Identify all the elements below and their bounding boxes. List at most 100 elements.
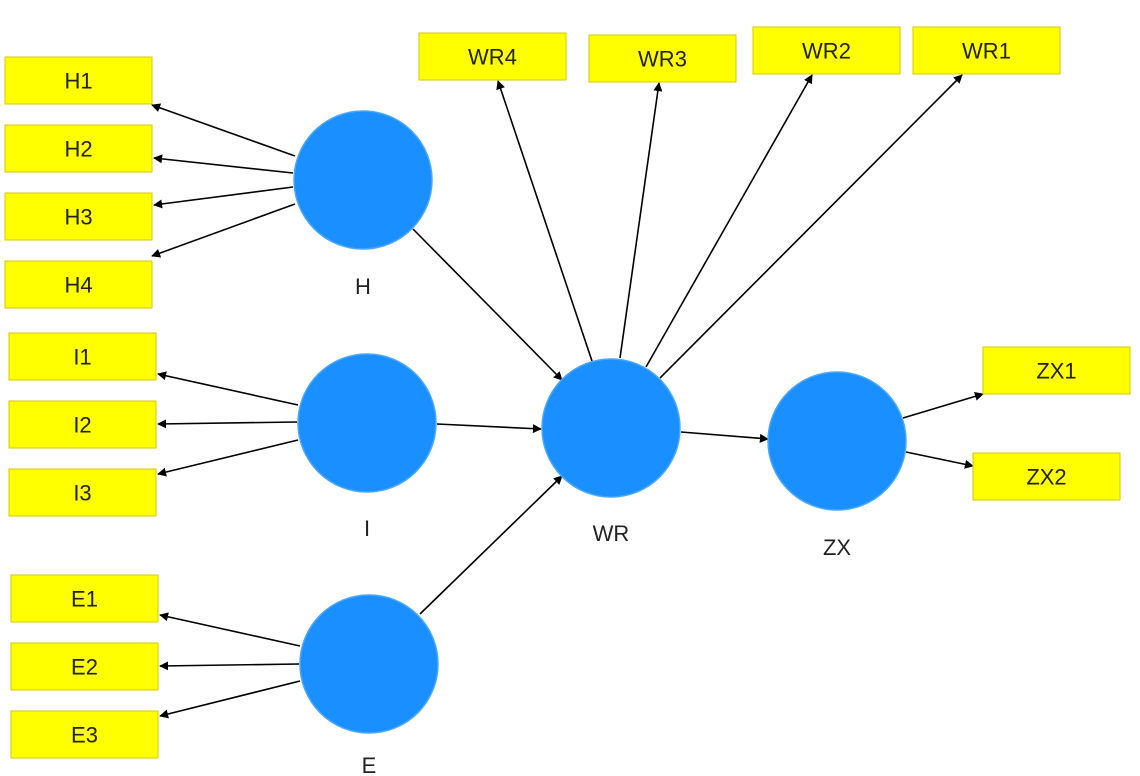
indicator-label: I2 bbox=[73, 413, 91, 438]
loading-arrow-h4-line bbox=[151, 203, 296, 258]
indicator-box bbox=[10, 574, 159, 623]
indicator-label: WR2 bbox=[802, 39, 851, 64]
construct-h[interactable]: H bbox=[293, 110, 433, 299]
construct-i[interactable]: I bbox=[297, 353, 437, 541]
loading-arrow-wr1 bbox=[659, 74, 963, 379]
loading-arrow-i2 bbox=[157, 419, 298, 429]
indicator-label: H1 bbox=[64, 69, 92, 94]
indicator-label: E2 bbox=[71, 655, 98, 680]
loading-arrow-i2-line bbox=[157, 419, 298, 429]
loading-arrow-wr3-line bbox=[619, 82, 663, 359]
indicator-box bbox=[10, 642, 159, 691]
indicator-box bbox=[4, 56, 153, 105]
indicator-label: H3 bbox=[64, 205, 92, 230]
loading-arrow-i1 bbox=[157, 371, 299, 406]
loading-arrow-wr2-line bbox=[645, 74, 813, 368]
indicator-box bbox=[4, 192, 153, 241]
construct-circle bbox=[767, 371, 907, 511]
path-arrow-h-to-wr bbox=[412, 228, 563, 381]
loading-arrow-e2-line bbox=[159, 661, 300, 671]
construct-wr[interactable]: WR bbox=[541, 358, 681, 546]
construct-zx[interactable]: ZX bbox=[767, 371, 907, 560]
path-arrow-i-to-wr-line bbox=[436, 423, 542, 434]
indicator-i1[interactable]: I1 bbox=[8, 332, 157, 381]
indicator-label: WR3 bbox=[638, 47, 687, 72]
indicator-label: ZX1 bbox=[1036, 359, 1076, 384]
construct-label: I bbox=[364, 516, 370, 541]
indicator-box bbox=[4, 260, 153, 309]
indicator-label: E1 bbox=[71, 587, 98, 612]
loading-arrow-i1-line bbox=[157, 371, 299, 406]
indicator-label: WR4 bbox=[468, 45, 517, 70]
indicator-box bbox=[982, 346, 1131, 395]
indicator-wr1[interactable]: WR1 bbox=[912, 26, 1061, 75]
loading-arrow-e3 bbox=[159, 680, 301, 719]
indicator-box bbox=[972, 452, 1121, 501]
indicator-e3[interactable]: E3 bbox=[10, 710, 159, 759]
loading-arrow-wr4 bbox=[496, 80, 593, 362]
loading-arrow-h3 bbox=[153, 186, 294, 209]
construct-label: ZX bbox=[823, 535, 851, 560]
indicator-h2[interactable]: H2 bbox=[4, 124, 153, 173]
indicator-box bbox=[8, 400, 157, 449]
indicator-wr3[interactable]: WR3 bbox=[588, 34, 737, 83]
indicator-box bbox=[418, 32, 567, 81]
loading-arrow-zx1-line bbox=[902, 392, 984, 419]
loading-arrow-e3-line bbox=[159, 680, 301, 719]
indicator-label: ZX2 bbox=[1026, 465, 1066, 490]
construct-label: WR bbox=[593, 521, 630, 546]
indicator-zx2[interactable]: ZX2 bbox=[972, 452, 1121, 501]
indicator-i2[interactable]: I2 bbox=[8, 400, 157, 449]
loading-arrow-h1-line bbox=[151, 103, 296, 157]
loading-arrow-i3-line bbox=[157, 439, 299, 477]
indicator-label: I1 bbox=[73, 345, 91, 370]
indicator-wr2[interactable]: WR2 bbox=[752, 26, 901, 75]
indicator-label: I3 bbox=[73, 481, 91, 506]
construct-e[interactable]: E bbox=[299, 594, 439, 776]
loading-arrow-zx1 bbox=[902, 392, 984, 419]
loading-arrow-e2 bbox=[159, 661, 300, 671]
construct-circle bbox=[297, 353, 437, 493]
indicator-box bbox=[8, 332, 157, 381]
construct-circle bbox=[299, 594, 439, 734]
loading-arrow-e1 bbox=[159, 612, 301, 647]
loading-arrow-wr3 bbox=[619, 82, 663, 359]
loading-arrow-zx2-line bbox=[905, 451, 974, 469]
indicator-h3[interactable]: H3 bbox=[4, 192, 153, 241]
indicator-wr4[interactable]: WR4 bbox=[418, 32, 567, 81]
loading-arrow-h3-line bbox=[153, 186, 294, 209]
path-arrow-e-to-wr-line bbox=[419, 475, 563, 615]
loading-arrow-wr4-line bbox=[496, 80, 593, 362]
indicator-h4[interactable]: H4 bbox=[4, 260, 153, 309]
indicator-label: H4 bbox=[64, 273, 92, 298]
loading-arrow-zx2 bbox=[905, 451, 974, 469]
construct-label: E bbox=[362, 753, 377, 776]
indicator-label: WR1 bbox=[962, 39, 1011, 64]
path-arrow-e-to-wr bbox=[419, 475, 563, 615]
indicator-box bbox=[912, 26, 1061, 75]
indicator-i3[interactable]: I3 bbox=[8, 468, 157, 517]
construct-circle bbox=[293, 110, 433, 250]
indicator-zx1[interactable]: ZX1 bbox=[982, 346, 1131, 395]
indicator-box bbox=[4, 124, 153, 173]
indicator-box bbox=[752, 26, 901, 75]
loading-arrow-h1 bbox=[151, 103, 296, 157]
path-arrow-wr-to-zx bbox=[680, 431, 769, 443]
loading-arrow-wr2 bbox=[645, 74, 813, 368]
loading-arrow-h4 bbox=[151, 203, 296, 258]
loading-arrow-i3 bbox=[157, 439, 299, 477]
loading-arrow-wr1-line bbox=[659, 74, 963, 379]
indicator-box bbox=[588, 34, 737, 83]
indicator-box bbox=[10, 710, 159, 759]
path-arrow-h-to-wr-line bbox=[412, 228, 563, 381]
loading-arrow-h2 bbox=[153, 154, 294, 174]
indicator-e1[interactable]: E1 bbox=[10, 574, 159, 623]
loading-arrow-h2-line bbox=[153, 154, 294, 174]
indicator-e2[interactable]: E2 bbox=[10, 642, 159, 691]
construct-circle bbox=[541, 358, 681, 498]
path-arrow-i-to-wr bbox=[436, 423, 542, 434]
path-arrow-wr-to-zx-line bbox=[680, 431, 769, 443]
indicator-box bbox=[8, 468, 157, 517]
indicator-h1[interactable]: H1 bbox=[4, 56, 153, 105]
